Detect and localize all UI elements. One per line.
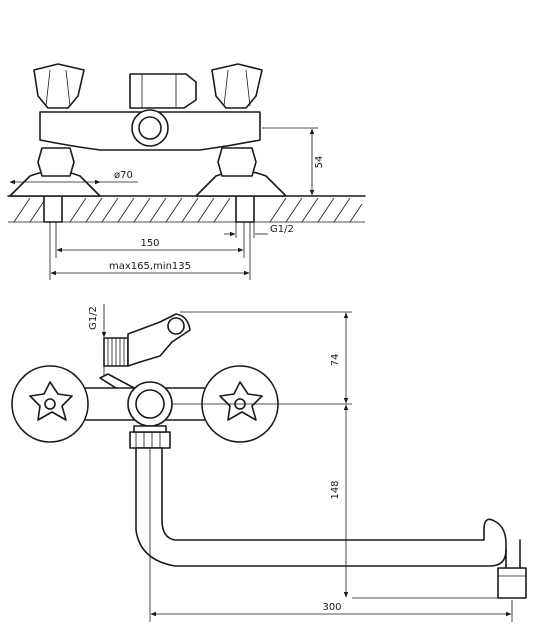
dim-thread-top: G1/2 xyxy=(270,224,294,235)
front-view: 54 ø70 G1/2 150 max165,min135 xyxy=(7,63,366,280)
right-cross-handle xyxy=(219,381,263,421)
right-handle xyxy=(211,63,263,109)
spout xyxy=(135,447,507,567)
dim-thread-side: G1/2 xyxy=(88,306,99,330)
side-view: G1/2 xyxy=(11,304,527,622)
center-diverter xyxy=(127,381,173,427)
dim-54: 54 xyxy=(314,156,325,169)
wall-hatching xyxy=(7,195,366,223)
dim-diameter: ø70 xyxy=(114,170,133,181)
left-handle xyxy=(33,63,85,109)
left-nut xyxy=(37,147,75,177)
dim-range: max165,min135 xyxy=(109,261,191,272)
aerator xyxy=(497,567,527,599)
dim-148: 148 xyxy=(330,480,341,499)
dim-74: 74 xyxy=(330,354,341,367)
dim-150: 150 xyxy=(140,238,159,249)
diverter-lever xyxy=(129,73,197,109)
left-cross-handle xyxy=(29,381,73,421)
center-outlet xyxy=(131,109,169,147)
shower-outlet xyxy=(127,313,191,367)
right-nut xyxy=(217,147,257,177)
dim-300: 300 xyxy=(322,602,341,613)
